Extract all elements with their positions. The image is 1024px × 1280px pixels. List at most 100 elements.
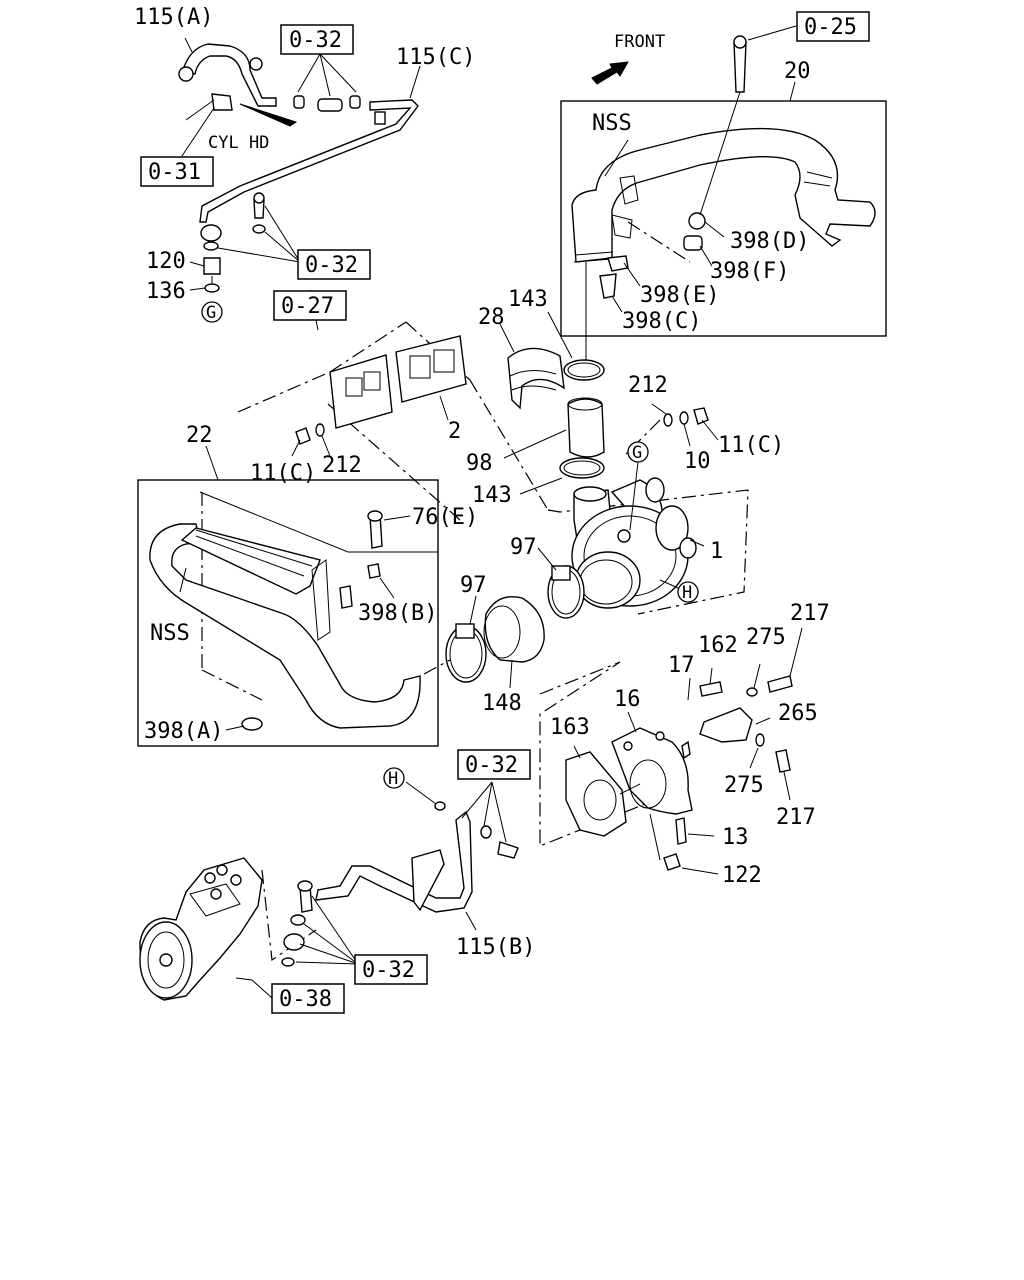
collar-398f-icon xyxy=(683,235,703,251)
ref-0-27[interactable]: 0-27 xyxy=(273,290,347,321)
hose-98-icon xyxy=(567,398,605,458)
part-115b: 115(B) xyxy=(456,935,535,960)
bolt-398c-icon xyxy=(599,273,617,299)
ref-0-32-top-label: 0-32 xyxy=(289,28,342,53)
hardware-right xyxy=(625,403,719,455)
part-22: 22 xyxy=(186,423,213,448)
ref-0-32-mid[interactable]: 0-32 xyxy=(297,249,371,280)
ref-0-31[interactable]: 0-31 xyxy=(140,156,214,187)
pipe-20 xyxy=(571,127,876,263)
turbocharger-1 xyxy=(547,477,749,615)
part-265: 265 xyxy=(778,701,818,726)
pipe-115a xyxy=(182,43,277,107)
ref-0-25[interactable]: 0-25 xyxy=(796,11,870,42)
part-163: 163 xyxy=(550,715,590,740)
callout-g-turbo-label: G xyxy=(632,443,642,463)
gasket-2-group xyxy=(237,289,549,521)
part-275-top: 275 xyxy=(746,625,786,650)
cyl-hd-label: CYL HD xyxy=(208,133,269,153)
part-398d: 398(D) xyxy=(730,229,809,254)
group-20-box xyxy=(560,25,887,360)
part-98: 98 xyxy=(466,451,493,476)
callout-g-top-label: G xyxy=(206,303,216,323)
part-136: 136 xyxy=(146,279,186,304)
part-2: 2 xyxy=(448,419,461,444)
part-398a: 398(A) xyxy=(144,719,223,744)
hose-148-icon xyxy=(484,596,545,663)
bolt-76e xyxy=(367,510,411,549)
part-217-top: 217 xyxy=(790,601,830,626)
part-162: 162 xyxy=(698,633,738,658)
front-indicator: FRONT xyxy=(591,32,665,85)
part-398e: 398(E) xyxy=(640,283,719,308)
pipe-115-assembly: CYL HD xyxy=(177,37,421,293)
callout-g-top: G xyxy=(201,301,223,323)
pipe-115b-assembly xyxy=(261,781,519,967)
part-398f: 398(F) xyxy=(710,259,789,284)
bolt-0-25-icon xyxy=(733,41,747,93)
housing-16-icon xyxy=(611,727,693,815)
gasket-2-icon xyxy=(329,354,393,429)
pipe-115c xyxy=(199,99,419,223)
ref-0-38-label: 0-38 xyxy=(279,987,332,1012)
clamp-143-low-icon xyxy=(559,457,605,479)
part-76e: 76(E) xyxy=(412,505,478,530)
part-398b: 398(B) xyxy=(358,601,437,626)
group-22-box xyxy=(137,445,451,747)
part-122: 122 xyxy=(722,863,762,888)
part-120: 120 xyxy=(146,249,186,274)
ref-0-38[interactable]: 0-38 xyxy=(271,983,345,1014)
part-212-right: 212 xyxy=(628,373,668,398)
part-nss-low: NSS xyxy=(150,621,190,646)
pipe-22-icon xyxy=(149,523,421,729)
washer-136-icon xyxy=(204,283,220,293)
part-10: 10 xyxy=(684,449,711,474)
part-nss-top: NSS xyxy=(592,111,632,136)
part-20: 20 xyxy=(784,59,811,84)
callout-h-lower: H xyxy=(383,767,405,789)
callout-h-turbo: H xyxy=(659,579,699,603)
part-16: 16 xyxy=(614,687,641,712)
pipe-115b xyxy=(315,810,473,913)
shield-28-icon xyxy=(507,347,565,410)
fitting-120-icon xyxy=(203,257,221,275)
part-115c: 115(C) xyxy=(396,45,475,70)
part-143-low: 143 xyxy=(472,483,512,508)
part-97-right: 97 xyxy=(510,535,537,560)
callout-h-turbo-label: H xyxy=(682,583,692,603)
part-11c-left: 11(C) xyxy=(250,461,316,486)
gasket-2-b-icon xyxy=(395,335,467,403)
union-0-31-icon xyxy=(211,93,233,111)
part-11c-right: 11(C) xyxy=(718,433,784,458)
part-275-low: 275 xyxy=(724,773,764,798)
part-28: 28 xyxy=(478,305,505,330)
part-148: 148 xyxy=(482,691,522,716)
front-arrow-icon xyxy=(591,61,629,85)
group-20-frame xyxy=(560,100,887,337)
part-143-top: 143 xyxy=(508,287,548,312)
ref-0-32-bottom-label: 0-32 xyxy=(362,958,415,983)
part-13: 13 xyxy=(722,825,749,850)
group-22-frame xyxy=(137,479,439,747)
part-212-left: 212 xyxy=(322,453,362,478)
ref-0-32-low[interactable]: 0-32 xyxy=(457,749,531,780)
part-217-low: 217 xyxy=(776,805,816,830)
part-1: 1 xyxy=(710,539,723,564)
front-label: FRONT xyxy=(614,32,665,52)
ref-0-32-low-label: 0-32 xyxy=(465,753,518,778)
ref-0-32-mid-label: 0-32 xyxy=(305,253,358,278)
hose-148-group xyxy=(445,547,585,689)
group-16-assembly xyxy=(539,627,803,875)
callout-g-turbo: G xyxy=(627,441,649,531)
part-398c: 398(C) xyxy=(622,309,701,334)
gasket-163-icon xyxy=(565,751,627,837)
ref-0-31-label: 0-31 xyxy=(148,160,201,185)
bolt-398e-icon xyxy=(607,255,629,272)
hose-98-group xyxy=(499,311,605,495)
part-17: 17 xyxy=(668,653,695,678)
ref-0-32-bottom[interactable]: 0-32 xyxy=(354,954,428,985)
ref-0-32-top[interactable]: 0-32 xyxy=(280,24,354,55)
ref-0-27-label: 0-27 xyxy=(281,294,334,319)
ref-0-25-label: 0-25 xyxy=(804,15,857,40)
